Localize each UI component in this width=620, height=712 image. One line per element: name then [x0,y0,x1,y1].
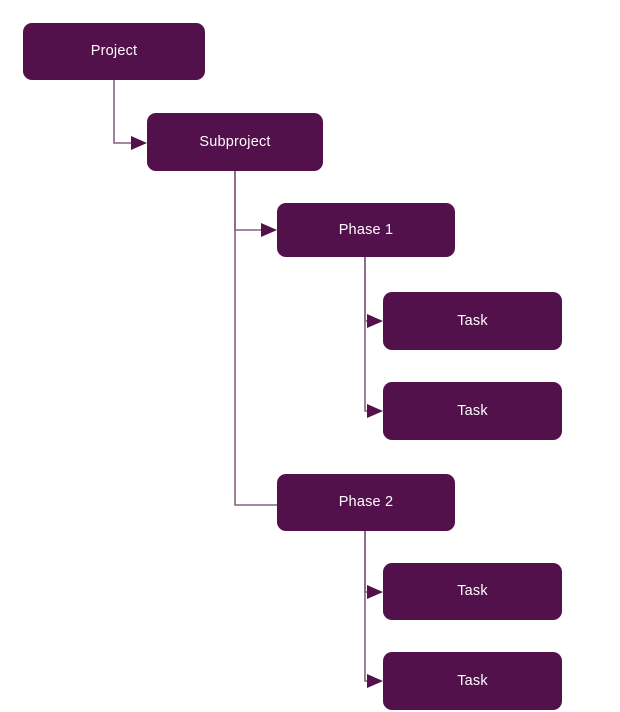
node-label-project: Project [90,43,138,60]
node-task-2[interactable]: Task [383,382,562,440]
arrowhead-project-to-subproject [131,136,147,150]
arrowhead-phase2-to-task4 [367,674,383,688]
edge-project-to-subproject [113,80,133,144]
edge-phase2-to-task3 [364,531,369,593]
node-label-subproject: Subproject [199,133,271,150]
node-label-task-2: Task [457,402,488,419]
node-label-task-4: Task [457,672,488,689]
edge-subproject-to-phase2 [234,171,277,506]
edge-phase2-to-task4 [364,531,369,682]
arrowhead-phase1-to-task2 [367,404,383,418]
node-phase-1[interactable]: Phase 1 [277,203,455,257]
node-task-3[interactable]: Task [383,563,562,620]
node-subproject[interactable]: Subproject [147,113,323,171]
node-label-task-1: Task [457,312,488,329]
node-phase-2[interactable]: Phase 2 [277,474,455,531]
edge-subproject-to-phase1 [234,171,263,231]
node-label-phase-2: Phase 2 [338,494,394,511]
node-label-phase-1: Phase 1 [338,221,394,238]
node-task-4[interactable]: Task [383,652,562,710]
edge-phase1-to-task2 [364,257,369,412]
node-project[interactable]: Project [23,23,205,80]
arrowhead-phase1-to-task1 [367,314,383,328]
node-task-1[interactable]: Task [383,292,562,350]
edge-phase1-to-task1 [364,257,369,322]
arrowhead-phase2-to-task3 [367,585,383,599]
node-label-task-3: Task [457,583,488,600]
arrowhead-subproject-to-phase1 [261,223,277,237]
